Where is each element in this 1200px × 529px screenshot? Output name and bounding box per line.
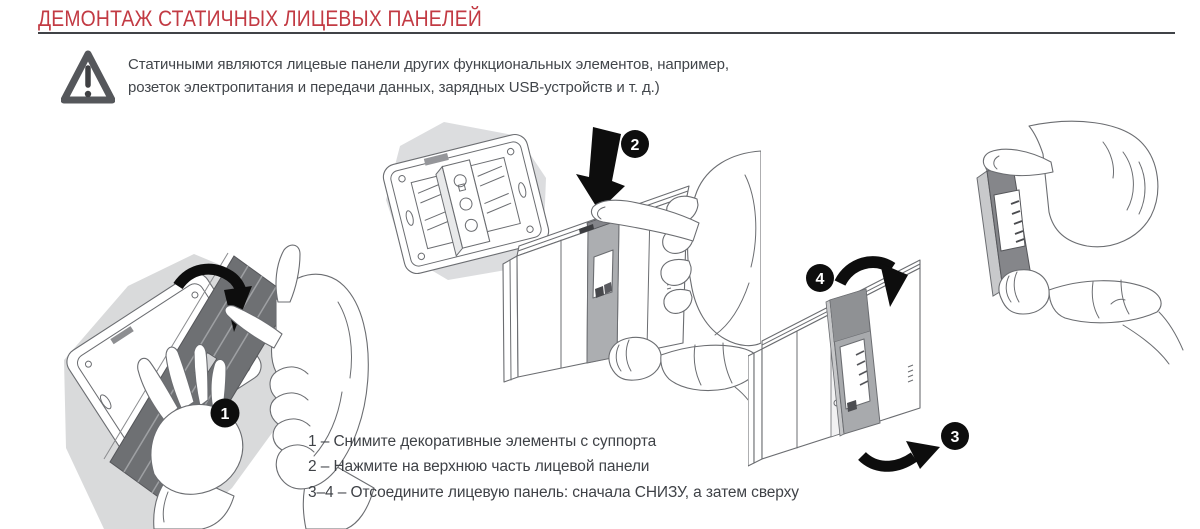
right-hand (224, 244, 375, 529)
illustration-step2-press-top: 2 (502, 127, 761, 416)
warning-note: Статичными являются лицевые панели други… (128, 53, 729, 99)
warning-line-2: розеток электропитания и передачи данных… (128, 79, 660, 96)
warning-triangle-icon (61, 50, 115, 104)
swing-bottom-arrow-icon (858, 441, 940, 472)
holding-hand (590, 150, 761, 416)
svg-text:2: 2 (631, 137, 640, 154)
illustration-step3-4-detach-panel: 4 3 (748, 256, 969, 472)
support-frame (382, 133, 550, 275)
svg-text:4: 4 (816, 271, 825, 288)
face-panel (502, 185, 690, 383)
press-arrow-icon (576, 127, 625, 211)
step-marker-4: 4 (806, 264, 834, 292)
step-3-4-text: 3–4 – Отсоедините лицевую панель: сначал… (308, 483, 799, 501)
step-marker-1: 1 (210, 398, 240, 428)
title-rule (38, 32, 1175, 34)
step-1-text: 1 – Снимите декоративные элементы с супп… (308, 433, 657, 450)
step-list: 1 – Снимите декоративные элементы с супп… (308, 429, 799, 505)
warning-line-1: Статичными являются лицевые панели други… (128, 56, 729, 73)
step-marker-2: 2 (621, 130, 649, 158)
page-title: ДЕМОНТАЖ СТАТИЧНЫХ ЛИЦЕВЫХ ПАНЕЛЕЙ (38, 6, 482, 31)
upper-thumb (982, 148, 1054, 177)
lower-hand (998, 269, 1184, 365)
tilted-cover-strip (825, 288, 881, 437)
illustration-step1-remove-covers: 1 (64, 244, 375, 529)
step-marker-3: 3 (941, 422, 969, 450)
swing-top-arrow-icon (834, 256, 908, 307)
illustration-removed-panel (976, 120, 1184, 365)
svg-text:3: 3 (951, 429, 960, 446)
left-hand (137, 343, 244, 529)
step-2-text: 2 – Нажмите на верхнюю часть лицевой пан… (308, 458, 650, 476)
upper-hand (1028, 120, 1159, 248)
svg-text:1: 1 (221, 406, 230, 423)
illustration-support-frame (382, 122, 550, 280)
